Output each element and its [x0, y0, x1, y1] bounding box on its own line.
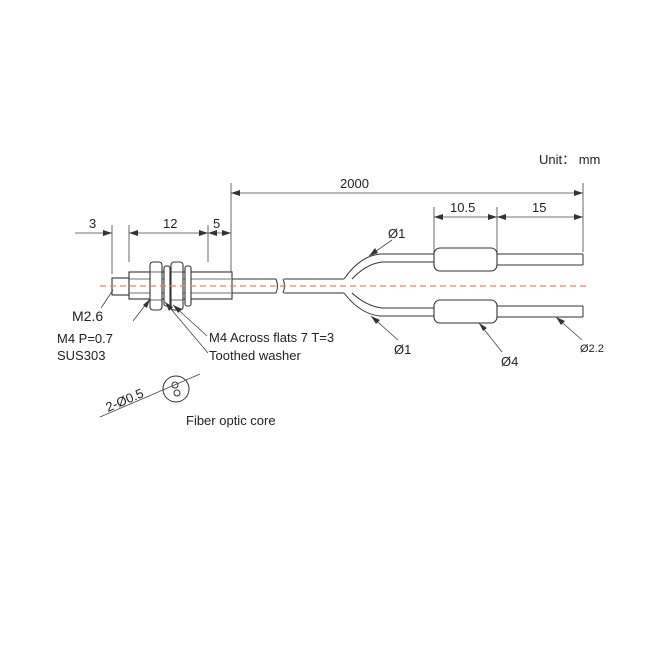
- dim-total-length: 2000: [230, 176, 584, 276]
- dim-sleeve-end: 10.5 15: [433, 200, 583, 254]
- sleeve-diameter: Ø4: [501, 354, 518, 369]
- washer-label: Toothed washer: [209, 348, 301, 363]
- core-diameter-label: 2-Ø0.5: [103, 385, 145, 414]
- core-hole-2: [173, 389, 181, 397]
- dim-sleeve-length-label: 10.5: [450, 200, 475, 215]
- material-label: SUS303: [57, 348, 105, 363]
- leader-tip-thread: M2.6: [72, 289, 114, 324]
- leader-cable: Ø2.2: [555, 316, 604, 355]
- core-caption: Fiber optic core: [186, 413, 276, 428]
- leader-fiber-upper: Ø1: [368, 226, 405, 257]
- core-outline: [162, 375, 190, 403]
- dim-total-length-label: 2000: [340, 176, 369, 191]
- dim-rear-length-label: 5: [213, 216, 220, 231]
- leader-sleeve: Ø4: [478, 322, 518, 369]
- cable-diameter: Ø2.2: [580, 343, 604, 355]
- core-hole-1: [171, 381, 179, 389]
- lower-sleeve: [433, 299, 498, 324]
- leader-washer: Toothed washer: [164, 301, 301, 363]
- leader-body-thread: M4 P=0.7 SUS303: [57, 298, 151, 363]
- upper-fiber: [433, 247, 584, 272]
- leader-nut: M4 Across flats 7 T=3: [172, 304, 334, 345]
- dim-end-length-label: 15: [532, 200, 546, 215]
- tip-thread-label: M2.6: [72, 308, 103, 324]
- fiber-lower-diameter: Ø1: [394, 342, 411, 357]
- cable: [275, 253, 434, 317]
- dim-head: 3 12 5: [75, 216, 231, 274]
- toothed-washer: [163, 261, 192, 311]
- dim-tip-length-label: 3: [89, 216, 96, 231]
- fiber-upper-diameter: Ø1: [388, 226, 405, 241]
- body-thread-label: M4 P=0.7: [57, 331, 113, 346]
- lower-fiber: [433, 299, 584, 324]
- unit-label: Unit： mm: [539, 152, 600, 167]
- upper-sleeve: [433, 247, 498, 272]
- nut-label: M4 Across flats 7 T=3: [209, 330, 334, 345]
- fiber-core-section: 2-Ø0.5 Fiber optic core: [99, 373, 276, 428]
- dim-thread-length-label: 12: [163, 216, 177, 231]
- leader-fiber-lower: Ø1: [370, 315, 411, 357]
